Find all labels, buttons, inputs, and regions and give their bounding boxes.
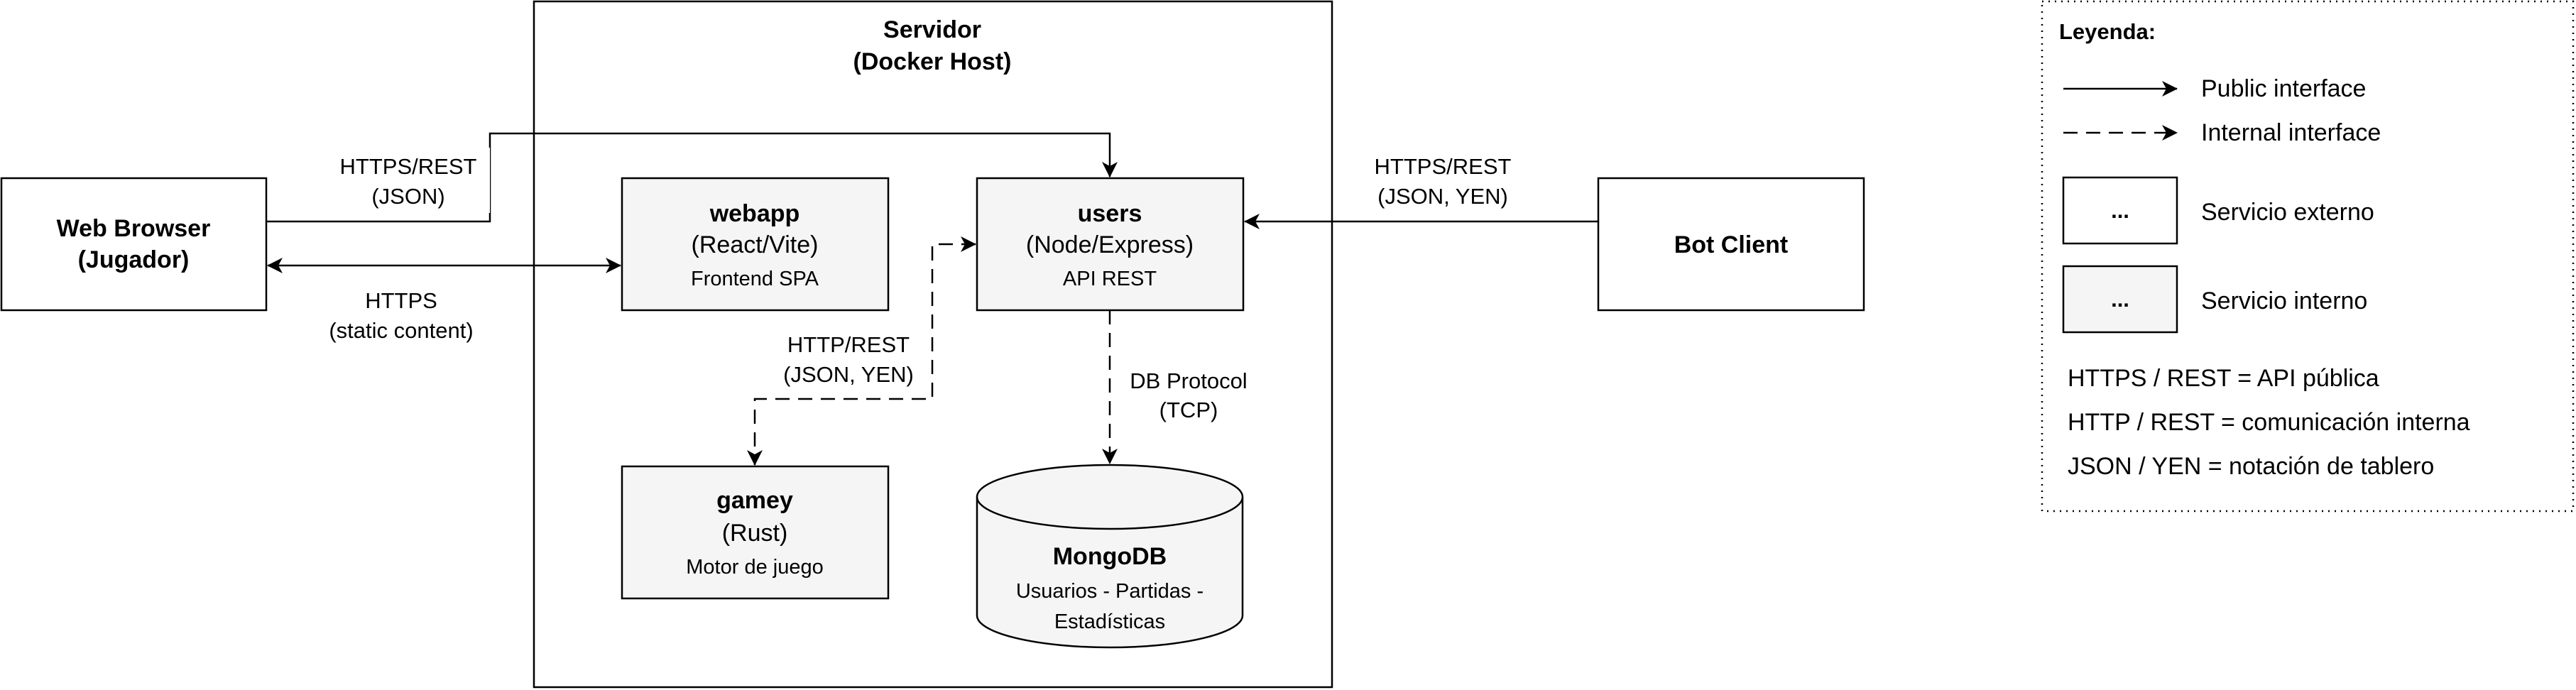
server-subtitle: (Docker Host) [853,48,1012,75]
legend-external-swatch [2062,176,2178,245]
gamey-desc: Motor de juego [686,556,823,579]
web-browser-node [0,177,268,312]
edge-browser-webapp-label-line1: HTTPS [365,288,437,313]
legend-note-https: HTTPS / REST = API pública [2068,365,2379,392]
webapp-tech: (React/Vite) [692,231,819,258]
edge-browser-to-users [266,132,1118,223]
mongodb-desc-line1: Usuarios - Partidas - [1016,580,1204,603]
legend-external-label: Servicio externo [2201,199,2374,226]
web-browser-sublabel: (Jugador) [78,246,190,273]
edge-label-bg [770,327,931,392]
bot-client-node [1597,177,1865,312]
edge-users-mongo-label-line2: (TCP) [1159,398,1218,422]
gamey-name: gamey [716,487,793,514]
legend-internal-swatch [2062,265,2178,334]
edge-users-gamey-label-line1: HTTP/REST [787,332,910,357]
legend-public-interface-label: Public interface [2201,75,2366,102]
edge-bot-users-label-line2: (JSON, YEN) [1377,184,1508,209]
users-tech: (Node/Express) [1026,231,1194,258]
mongodb-node [976,464,1244,649]
edge-users-gamey-label-line2: (JSON, YEN) [783,362,914,387]
users-desc: API REST [1063,268,1157,290]
users-node [976,177,1245,312]
edge-label-bg [327,148,490,213]
edge-bot-users-label-line1: HTTPS/REST [1375,154,1512,179]
legend-note-http: HTTP / REST = comunicación interna [2068,409,2470,436]
webapp-desc: Frontend SPA [691,268,819,290]
legend-internal-swatch-text: ... [2111,287,2129,312]
bot-client-name: Bot Client [1674,231,1789,258]
legend-internal-interface-label: Internal interface [2201,119,2381,146]
legend-title: Leyenda: [2059,19,2156,44]
legend-internal-label: Servicio interno [2201,288,2367,314]
edge-browser-users-label-line2: (JSON) [371,184,444,209]
gamey-node [621,465,890,600]
server-title: Servidor [883,16,981,43]
legend-external-swatch-text: ... [2111,198,2129,223]
mongodb-desc-line2: Estadísticas [1054,610,1165,633]
web-browser-label: Web Browser [57,215,211,242]
mongodb-name: MongoDB [1053,543,1167,570]
edge-users-mongo-label-line1: DB Protocol [1130,368,1247,393]
edge-users-gamey [747,236,976,466]
edge-browser-webapp-label-line2: (static content) [329,318,473,343]
gamey-tech: (Rust) [722,520,788,547]
edge-browser-users-label-line1: HTTPS/REST [340,154,477,179]
legend-note-json: JSON / YEN = notación de tablero [2068,453,2434,480]
users-name: users [1078,200,1142,227]
legend-box [2041,0,2575,513]
webapp-name: webapp [709,200,800,227]
